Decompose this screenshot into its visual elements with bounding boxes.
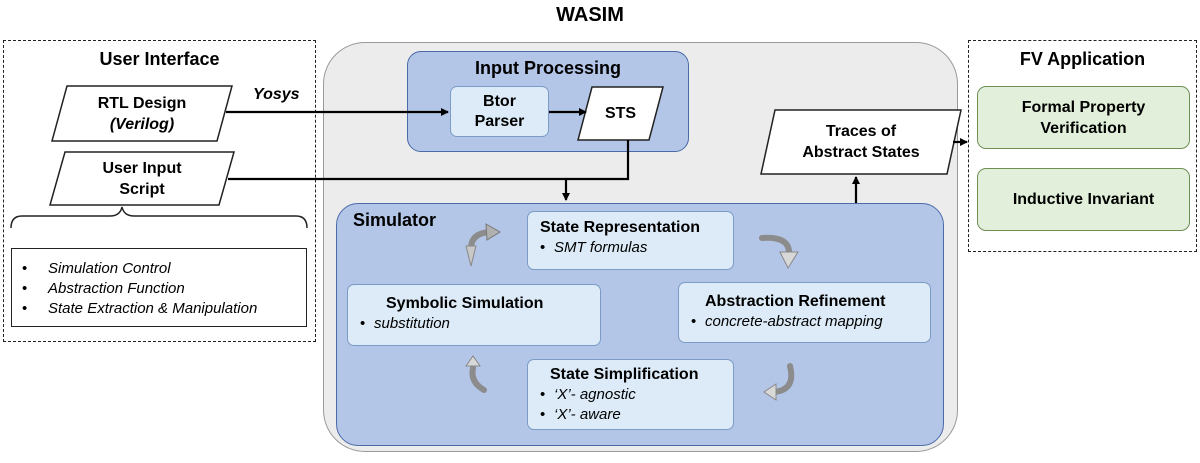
state-simplification-title: State Simplification bbox=[550, 366, 699, 383]
cycle-arrow-icon-top-left bbox=[465, 223, 501, 267]
formal-property-verification-box: Formal Property Verification bbox=[977, 86, 1190, 149]
list-item: ‘X’- agnostic bbox=[540, 385, 733, 405]
symbolic-simulation-title: Symbolic Simulation bbox=[386, 295, 544, 312]
state-simplification-box: State Simplification ‘X’- agnostic ‘X’- … bbox=[527, 359, 734, 430]
rtl-design-shape bbox=[51, 85, 233, 142]
symbolic-simulation-list: substitution bbox=[360, 314, 600, 334]
formal-property-verification-line2: Verification bbox=[1040, 119, 1127, 137]
btor-parser-box: Btor Parser bbox=[450, 86, 549, 137]
inductive-invariant-label: Inductive Invariant bbox=[1012, 191, 1155, 208]
cycle-arrow-icon-bottom-right bbox=[763, 363, 795, 401]
list-item: SMT formulas bbox=[540, 238, 733, 258]
list-item: ‘X’- aware bbox=[540, 405, 733, 425]
btor-parser-line2: Parser bbox=[474, 112, 525, 130]
btor-parser-line1: Btor bbox=[483, 92, 516, 110]
rtl-design-title: RTL Design bbox=[97, 94, 187, 112]
sts-node: STS bbox=[578, 87, 663, 140]
traces-node: Traces of Abstract States bbox=[761, 110, 961, 174]
feature-list: Simulation Control Abstraction Function … bbox=[22, 259, 306, 319]
simulator-title: Simulator bbox=[353, 210, 437, 230]
abstraction-refinement-title: Abstraction Refinement bbox=[705, 293, 886, 310]
list-item: State Extraction & Manipulation bbox=[22, 299, 306, 319]
formal-property-verification-line1: Formal Property bbox=[1021, 98, 1146, 116]
abstraction-refinement-box: Abstraction Refinement concrete-abstract… bbox=[678, 282, 931, 343]
state-representation-list: SMT formulas bbox=[540, 238, 733, 258]
traces-line2: Abstract States bbox=[802, 144, 920, 161]
traces-line1: Traces of bbox=[825, 123, 897, 140]
cycle-arrow-icon-top-right bbox=[759, 234, 799, 270]
state-representation-title: State Representation bbox=[540, 219, 701, 236]
diagram-title: WASIM bbox=[556, 4, 624, 26]
sts-to-simulator-arrow bbox=[562, 140, 630, 201]
list-item: Simulation Control bbox=[22, 259, 306, 279]
state-representation-box: State Representation SMT formulas bbox=[527, 211, 734, 270]
feature-list-box: Simulation Control Abstraction Function … bbox=[11, 248, 307, 327]
user-input-script-subtitle: Script bbox=[119, 180, 165, 198]
rtl-design-node: RTL Design (Verilog) bbox=[52, 86, 232, 141]
symbolic-simulation-box: Symbolic Simulation substitution bbox=[347, 284, 601, 346]
sts-shape bbox=[577, 86, 664, 141]
cycle-arrow-icon-bottom-left bbox=[465, 355, 487, 393]
brace-icon bbox=[10, 206, 308, 229]
yosys-label: Yosys bbox=[253, 86, 300, 103]
user-input-script-node: User Input Script bbox=[50, 152, 234, 205]
user-input-script-shape bbox=[49, 151, 235, 206]
user-input-script-title: User Input bbox=[102, 159, 182, 177]
abstraction-refinement-list: concrete-abstract mapping bbox=[691, 312, 930, 332]
list-item: Abstraction Function bbox=[22, 279, 306, 299]
traces-shape bbox=[760, 109, 962, 175]
fv-application-title: FV Application bbox=[1019, 49, 1146, 69]
input-processing-title: Input Processing bbox=[474, 58, 622, 78]
state-simplification-list: ‘X’- agnostic ‘X’- aware bbox=[540, 385, 733, 425]
sts-label: STS bbox=[604, 105, 637, 122]
list-item: substitution bbox=[360, 314, 600, 334]
rtl-design-subtitle: (Verilog) bbox=[109, 115, 175, 133]
inductive-invariant-box: Inductive Invariant bbox=[977, 168, 1190, 231]
list-item: concrete-abstract mapping bbox=[691, 312, 930, 332]
user-interface-title: User Interface bbox=[99, 49, 220, 69]
